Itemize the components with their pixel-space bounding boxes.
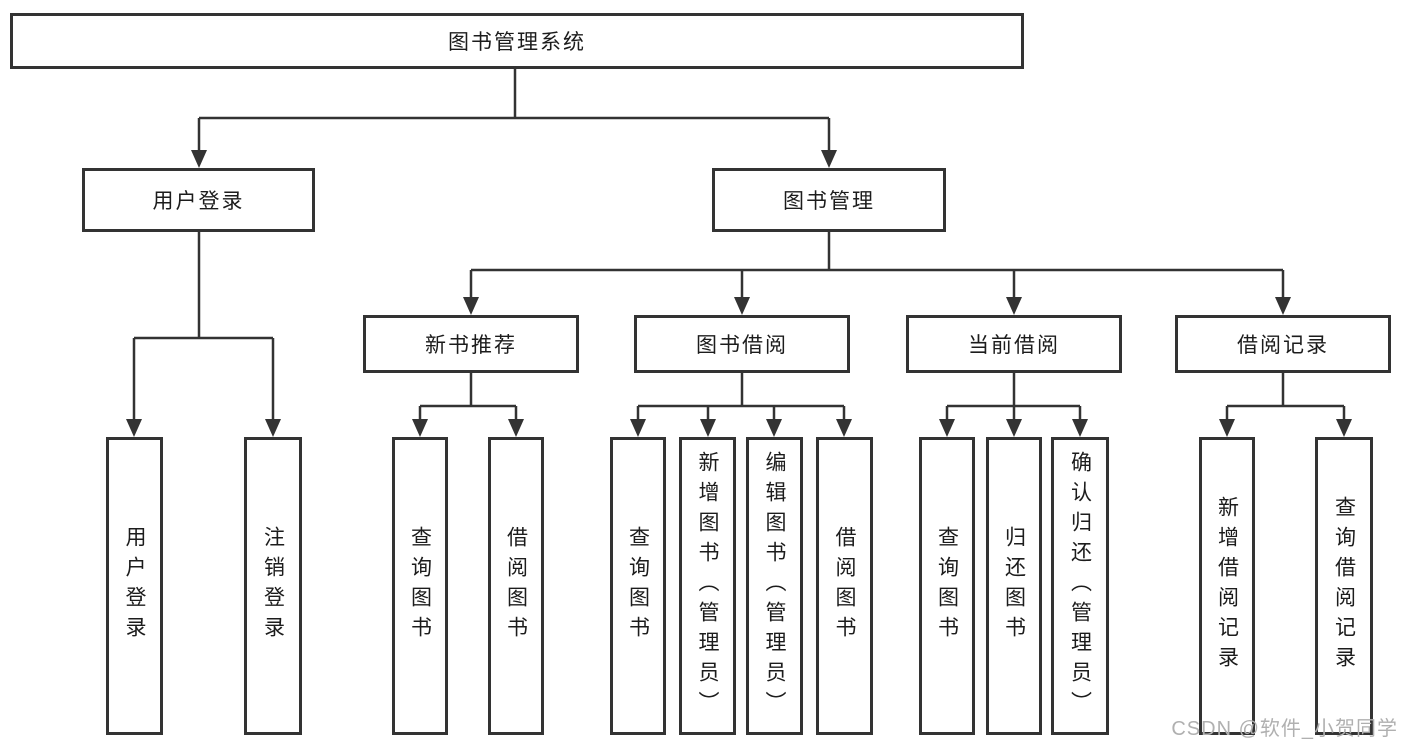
node-label: 图书管理	[783, 190, 875, 213]
node-label: 注销登录	[261, 526, 285, 646]
node-label: 图书管理系统	[448, 31, 586, 54]
node-label: 查询图书	[626, 526, 650, 646]
connector-records-to-leaves	[1225, 373, 1346, 422]
node-add-books-admin: 新增图书（管理员）	[679, 437, 736, 735]
node-add-borrow-record: 新增借阅记录	[1199, 437, 1255, 735]
watermark-text: CSDN @软件_小贺同学	[1171, 718, 1398, 740]
node-new-book-recommendation: 新书推荐	[363, 315, 579, 373]
node-label: 用户登录	[152, 190, 245, 213]
node-label: 确认归还（管理员）	[1068, 451, 1092, 721]
node-borrow-books-recommend: 借阅图书	[488, 437, 544, 735]
node-borrowing-records: 借阅记录	[1175, 315, 1391, 373]
node-query-books-recommend: 查询图书	[392, 437, 448, 735]
connector-borrow-to-leaves	[636, 373, 846, 422]
node-user-login-branch: 用户登录	[82, 168, 315, 232]
node-label: 新增图书（管理员）	[696, 451, 720, 721]
node-label: 借阅记录	[1237, 334, 1329, 357]
node-label: 新增借阅记录	[1215, 496, 1239, 676]
node-borrow-books: 借阅图书	[816, 437, 873, 735]
connector-root-to-level2	[197, 69, 831, 153]
node-label: 查询借阅记录	[1332, 496, 1356, 676]
node-label: 图书借阅	[696, 334, 788, 357]
node-logout: 注销登录	[244, 437, 302, 735]
node-label: 当前借阅	[968, 334, 1060, 357]
node-label: 用户登录	[123, 526, 147, 646]
node-book-management-branch: 图书管理	[712, 168, 946, 232]
node-label: 借阅图书	[833, 526, 857, 646]
connector-login-to-leaves	[132, 232, 275, 422]
node-label: 编辑图书（管理员）	[763, 451, 787, 721]
node-label: 新书推荐	[425, 334, 517, 357]
node-current-borrowing: 当前借阅	[906, 315, 1122, 373]
node-query-borrow-record: 查询借阅记录	[1315, 437, 1373, 735]
node-label: 查询图书	[935, 526, 959, 646]
node-query-books-borrow: 查询图书	[610, 437, 666, 735]
node-label: 归还图书	[1002, 526, 1026, 646]
node-label: 查询图书	[408, 526, 432, 646]
node-edit-books-admin: 编辑图书（管理员）	[746, 437, 803, 735]
node-library-management-system: 图书管理系统	[10, 13, 1024, 69]
node-label: 借阅图书	[504, 526, 528, 646]
node-confirm-return-admin: 确认归还（管理员）	[1051, 437, 1109, 735]
connector-recommend-to-leaves	[418, 373, 518, 422]
node-query-books-current: 查询图书	[919, 437, 975, 735]
connector-mgmt-to-level3	[469, 232, 1285, 298]
node-return-books: 归还图书	[986, 437, 1042, 735]
connector-current-to-leaves	[945, 373, 1082, 422]
node-user-login: 用户登录	[106, 437, 163, 735]
node-book-borrowing: 图书借阅	[634, 315, 850, 373]
